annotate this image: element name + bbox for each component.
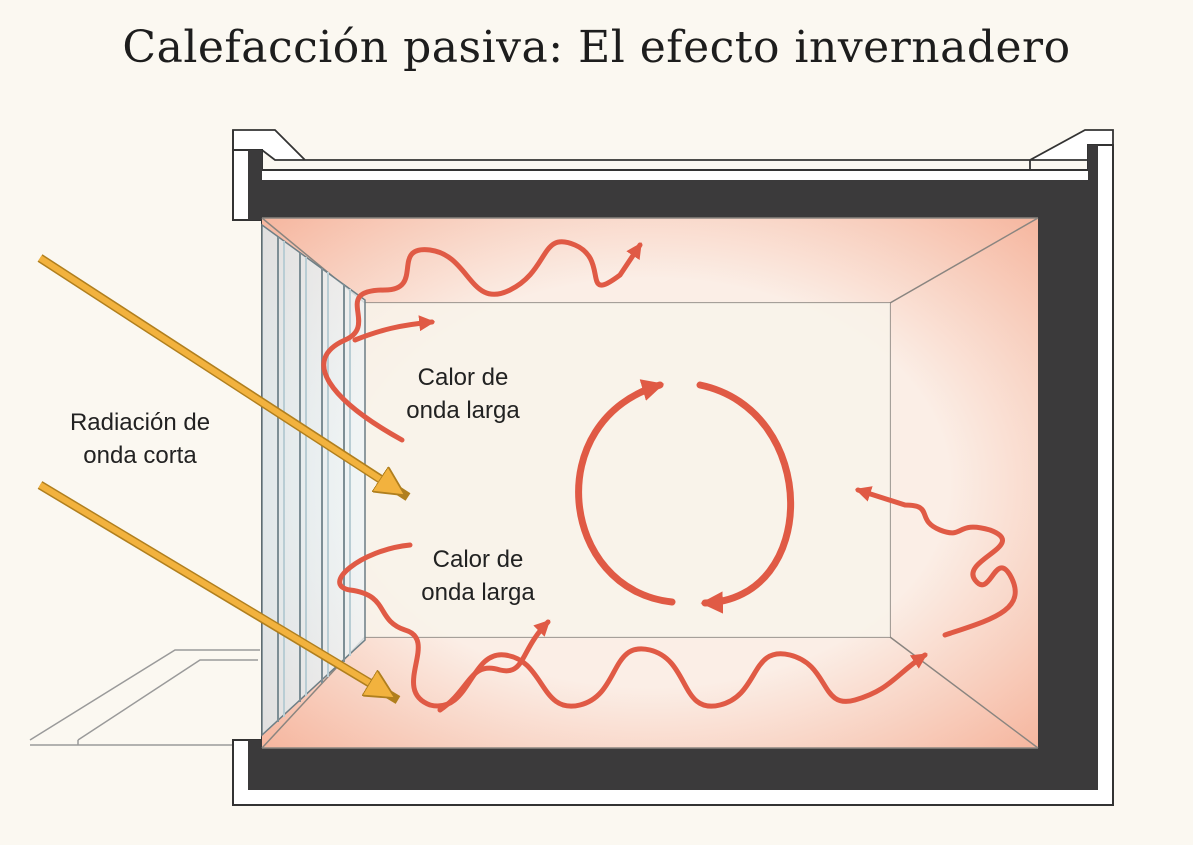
circulation-arrow-left — [575, 379, 676, 606]
label-shortwave: Radiación de onda corta — [70, 409, 210, 469]
label-shortwave-line2: onda corta — [83, 442, 197, 469]
diagram-title: Calefacción pasiva: El efecto invernader… — [122, 22, 1071, 73]
roof-parapets — [232, 129, 1114, 170]
back-wall — [365, 303, 890, 637]
label-longwave-lower-line1: Calor de — [433, 546, 524, 573]
label-longwave-upper-line1: Calor de — [418, 364, 509, 391]
circulation-arrow-right — [696, 381, 795, 614]
longwave-arrows — [321, 239, 1018, 713]
label-longwave-upper: Calor de onda larga — [406, 364, 520, 424]
ground-outline — [29, 649, 260, 746]
heat-wave-top — [321, 239, 643, 443]
label-longwave-lower-line2: onda larga — [421, 579, 535, 606]
heat-wave-right — [854, 486, 1018, 638]
label-shortwave-line1: Radiación de — [70, 409, 210, 436]
glass-facade — [261, 223, 366, 737]
label-longwave-lower: Calor de onda larga — [421, 546, 535, 606]
heat-wave-bottom-branch — [437, 619, 551, 713]
label-longwave-upper-line2: onda larga — [406, 397, 520, 424]
heat-wave-bottom — [337, 542, 928, 709]
heat-wave-top-branch — [352, 315, 436, 343]
circulation-arrows — [575, 379, 795, 614]
shortwave-arrows — [37, 254, 411, 704]
